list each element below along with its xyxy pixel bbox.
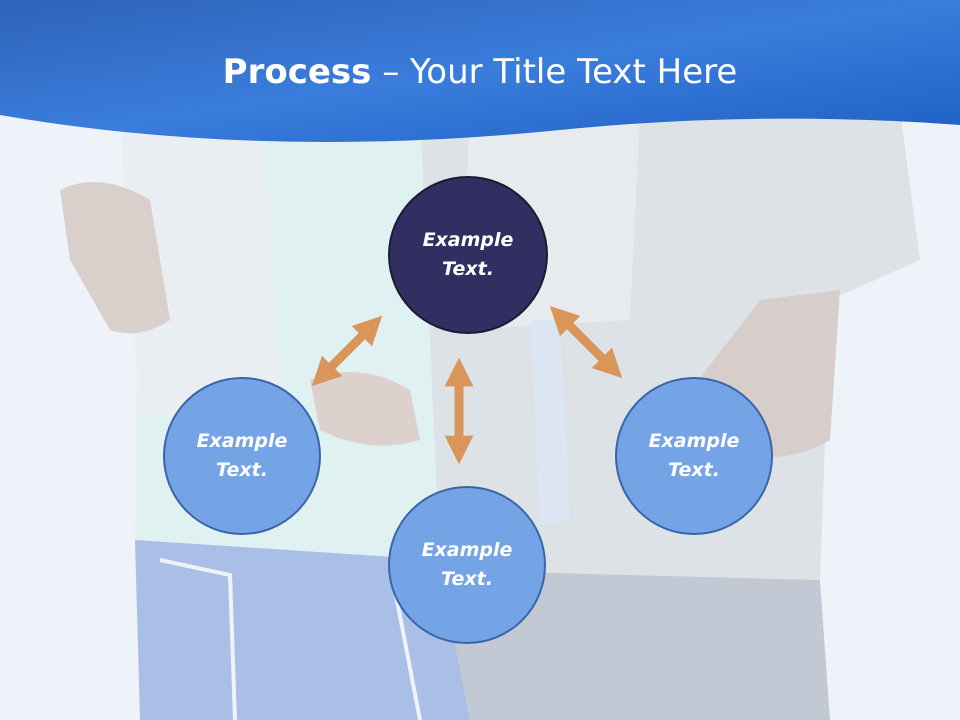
title-separator: – xyxy=(371,52,411,92)
right-person-pants xyxy=(440,570,830,720)
node-right-text: Example Text. xyxy=(648,430,740,481)
node-left-text: Example Text. xyxy=(196,430,288,481)
page-title: Process – Your Title Text Here xyxy=(0,52,960,92)
left-person-arm xyxy=(60,182,170,334)
node-bottom-text: Example Text. xyxy=(421,539,513,590)
process-node-top: Example Text. xyxy=(388,176,548,334)
arrow-top-left xyxy=(311,315,383,387)
title-bold: Process xyxy=(222,52,372,92)
arrow-top-right xyxy=(549,305,623,379)
left-person-towel xyxy=(120,115,280,420)
hands xyxy=(310,372,420,446)
process-node-left: Example Text. xyxy=(163,377,321,535)
process-node-bottom: Example Text. xyxy=(388,486,546,644)
process-node-right: Example Text. xyxy=(615,377,773,535)
left-person-pants xyxy=(135,540,470,720)
node-top-text: Example Text. xyxy=(422,229,514,280)
title-rest: Your Title Text Here xyxy=(410,52,738,92)
title-banner xyxy=(0,0,960,142)
